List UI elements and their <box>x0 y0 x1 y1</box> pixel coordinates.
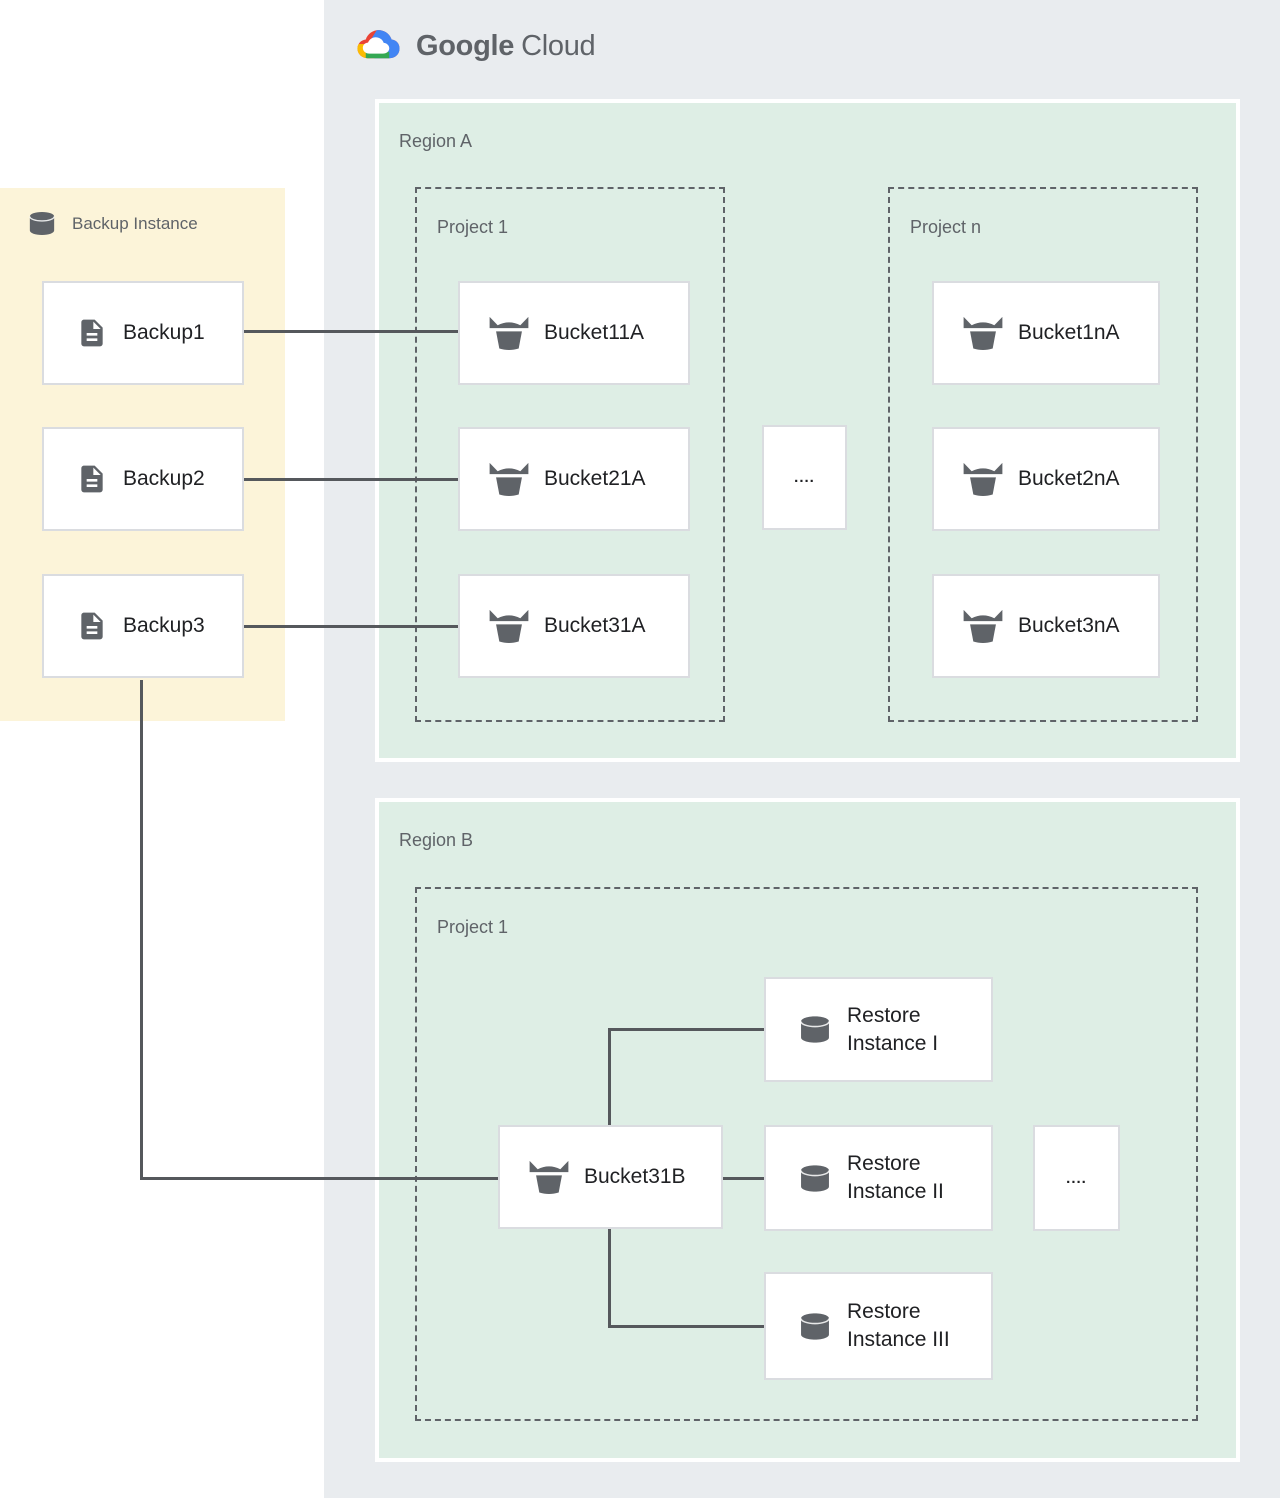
connector-bucket31b-restore3-horizontal <box>608 1325 764 1328</box>
bucket-icon <box>488 315 530 351</box>
restore-line2: Instance III <box>847 1328 950 1351</box>
bucket-icon <box>962 608 1004 644</box>
ellipsis-box-region-b: .... <box>1033 1125 1120 1231</box>
region-a-project-1-label: Project 1 <box>437 217 509 237</box>
restore-line2: Instance I <box>847 1031 939 1055</box>
node-label: Bucket3nA <box>1018 614 1120 637</box>
node-label: Bucket2nA <box>1018 467 1120 490</box>
region-a-project-n: Project n Bucket1nA <box>888 187 1198 722</box>
region-b-project-1-label: Project 1 <box>437 917 509 937</box>
connector-backup1-bucket11a <box>244 330 458 333</box>
node-backup3: Backup3 <box>42 574 244 678</box>
node-bucket21a: Bucket21A <box>458 427 690 531</box>
node-backup1: Backup1 <box>42 281 244 385</box>
bucket-icon <box>528 1159 570 1195</box>
node-label: Backup3 <box>123 614 205 637</box>
node-bucket31b: Bucket31B <box>498 1125 723 1229</box>
bucket-icon <box>962 461 1004 497</box>
node-label: Bucket21A <box>544 467 646 490</box>
logo-word-google: Google <box>416 29 515 62</box>
document-icon <box>76 607 108 645</box>
node-label: Bucket1nA <box>1018 321 1120 344</box>
ellipsis-box-region-a: .... <box>762 425 847 530</box>
restore-line1: Restore <box>847 1152 921 1175</box>
connector-backup2-bucket21a <box>244 478 458 481</box>
restore-line2: Instance II <box>847 1180 944 1203</box>
node-bucket3na: Bucket3nA <box>932 574 1160 678</box>
region-a-project-1: Project 1 Bucket11A <box>415 187 725 722</box>
backup-instance-header: Backup Instance <box>22 210 198 237</box>
node-backup2: Backup2 <box>42 427 244 531</box>
connector-bucket31b-restore1-horizontal <box>608 1028 764 1031</box>
restore-line1: Restore <box>847 1300 921 1323</box>
ellipsis-label: .... <box>794 469 815 486</box>
restore-line1: Restore <box>847 1003 921 1027</box>
region-a: Region A Project 1 Bucket11A <box>375 99 1240 762</box>
connector-backup3-bucket31b-vertical <box>140 680 143 1180</box>
region-b-label: Region B <box>399 830 474 850</box>
bucket-icon <box>488 461 530 497</box>
database-icon <box>796 1014 834 1045</box>
google-cloud-logo-icon <box>355 27 402 65</box>
region-a-label: Region A <box>399 131 473 151</box>
region-a-project-n-label: Project n <box>910 217 982 237</box>
connector-bucket31b-restore1-vertical <box>608 1028 611 1125</box>
node-bucket2na: Bucket2nA <box>932 427 1160 531</box>
node-label: Bucket31B <box>584 1165 686 1188</box>
node-bucket1na: Bucket1nA <box>932 281 1160 385</box>
connector-backup3-bucket31a <box>244 625 458 628</box>
logo-word-cloud: Cloud <box>521 29 596 62</box>
connector-backup3-bucket31b-horizontal <box>140 1177 498 1180</box>
connector-bucket31b-restore2 <box>723 1177 764 1180</box>
node-label: Backup2 <box>123 467 205 490</box>
node-label: Bucket31A <box>544 614 646 637</box>
database-icon <box>796 1311 834 1342</box>
bucket-icon <box>488 608 530 644</box>
database-icon <box>796 1163 834 1194</box>
bucket-icon <box>962 315 1004 351</box>
connector-bucket31b-restore3-vertical <box>608 1229 611 1327</box>
backup-instance-panel: Backup Instance Backup1 Backup2 <box>0 188 285 721</box>
node-label: Bucket11A <box>544 321 645 344</box>
node-label: Backup1 <box>123 321 205 344</box>
node-bucket11a: Bucket11A <box>458 281 690 385</box>
document-icon <box>76 460 108 498</box>
ellipsis-label: .... <box>1066 1169 1087 1187</box>
database-icon <box>22 210 62 237</box>
document-icon <box>76 314 108 352</box>
backup-instance-title: Backup Instance <box>72 213 198 233</box>
node-bucket31a: Bucket31A <box>458 574 690 678</box>
